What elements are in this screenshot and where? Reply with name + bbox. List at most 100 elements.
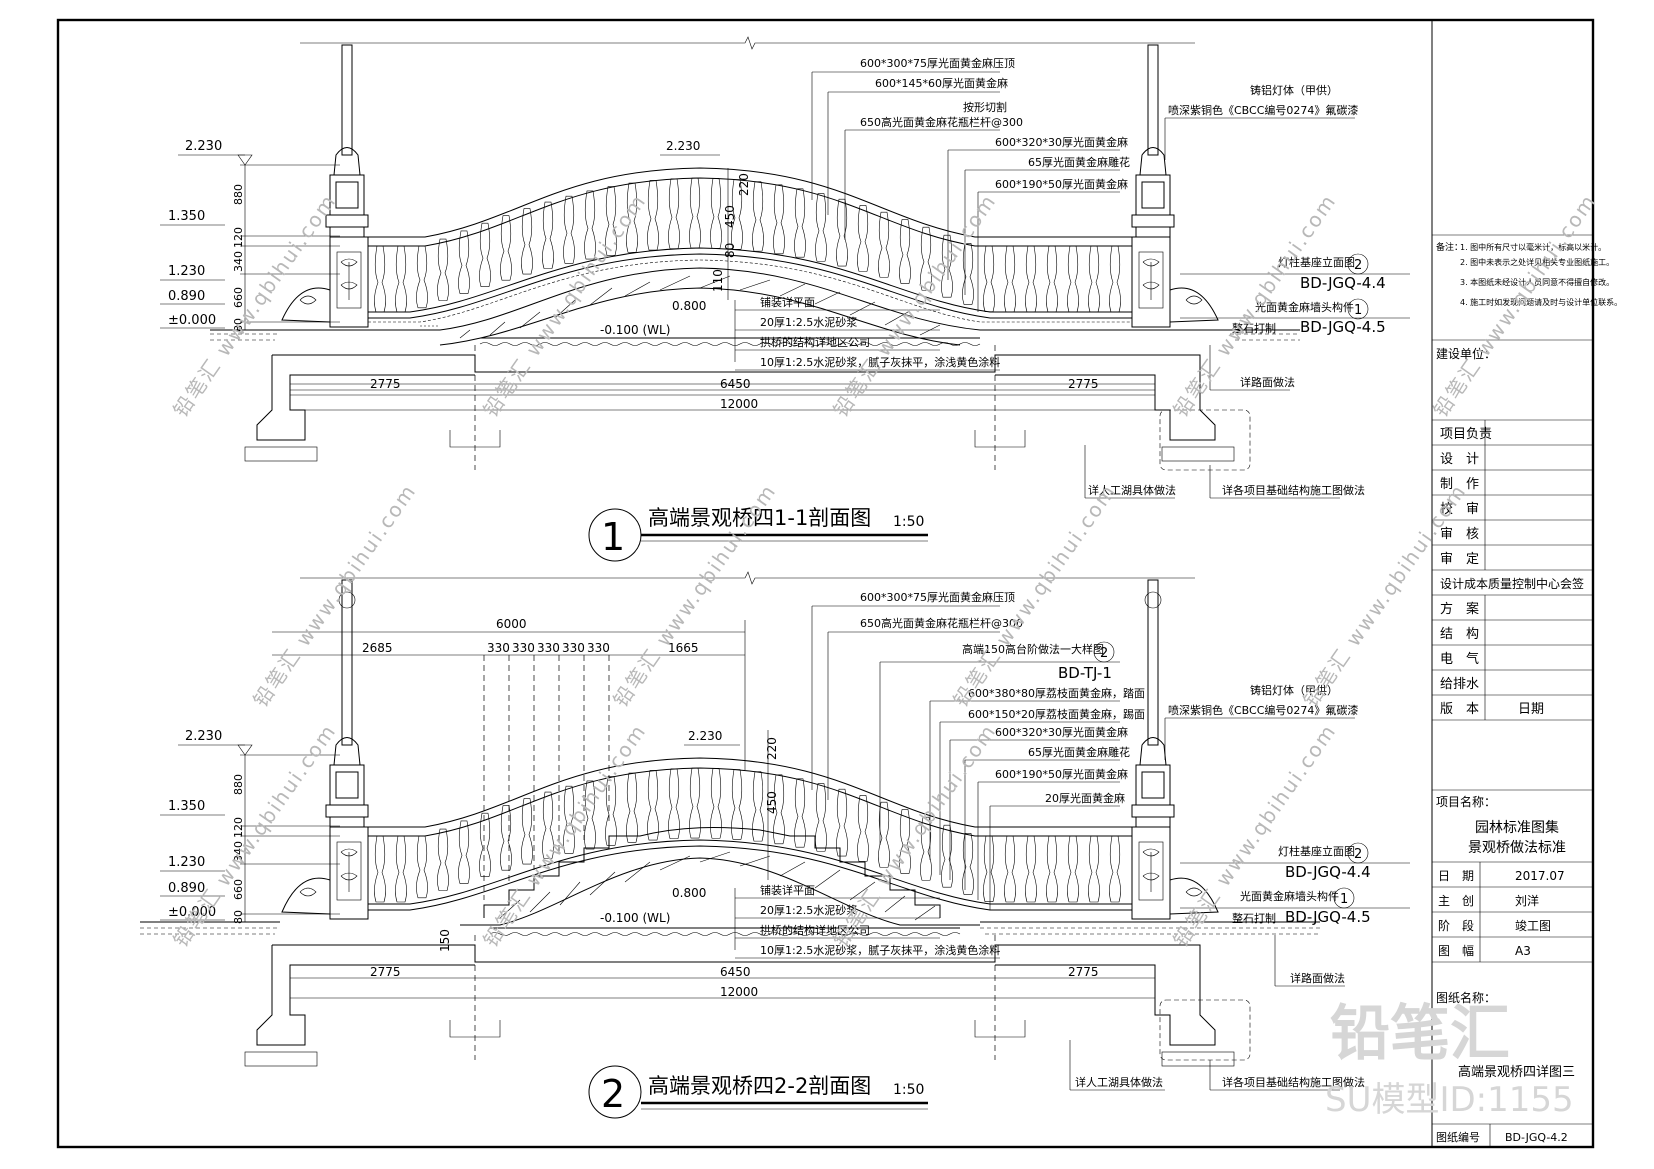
mid-dim: 80 <box>723 243 737 258</box>
ref-label: 灯柱基座立面图 <box>1278 844 1355 858</box>
horizontal-dimensions: 2775 6450 2775 12000 <box>290 377 1155 411</box>
horiz-dim: 2775 <box>370 377 401 391</box>
ref-label: 光面黄金麻墙头构件 <box>1240 889 1339 903</box>
tb-info-value: 刘洋 <box>1515 893 1539 908</box>
tb-info-label: 阶 段 <box>1438 918 1474 933</box>
bottom-note: 详各项目基础结构施工图做法 <box>1222 483 1365 497</box>
horizontal-dimensions: 2775 6450 2775 12000 <box>290 965 1155 999</box>
elevation-label: 0.890 <box>168 289 205 304</box>
vert-dim: 660 <box>232 879 245 900</box>
ref-label: 灯柱基座立面图 <box>1278 255 1355 269</box>
ref-code: BD-JGQ-4.4 <box>1285 863 1371 881</box>
note-line: 1. 图中所有尺寸以毫米计，标高以米计。 <box>1460 242 1606 252</box>
baluster <box>941 234 953 298</box>
elevation-label: 1.230 <box>168 855 205 870</box>
baluster <box>1025 245 1037 313</box>
top-dimension-stack: 6000 2685 330 330 330 330 330 1665 <box>272 617 746 900</box>
lamp-post-left <box>281 44 369 328</box>
tb-row-label: 制 作 <box>1440 477 1479 492</box>
watermark-model-id: SU模型ID:1155 <box>1325 1080 1574 1120</box>
watermark-brand: 铅笔汇 <box>1330 999 1510 1069</box>
baluster <box>878 211 890 278</box>
horiz-dim: 6450 <box>720 965 751 979</box>
baluster <box>647 770 659 841</box>
baluster <box>815 783 827 852</box>
callout: 按形切割 <box>963 100 1007 114</box>
callout: 650高光面黄金麻花瓶栏杆@300 <box>860 616 1023 630</box>
foundation <box>244 935 1251 1067</box>
baluster <box>731 179 743 250</box>
material-notes-mid: 铺装详平面 20厚1:2.5水泥砂浆 拱桥的结构详地区公司 10厚1:2.5水泥… <box>734 295 1000 371</box>
ref-number: 2 <box>1354 847 1362 862</box>
bridge-arch-railing <box>280 167 1230 346</box>
baluster <box>563 195 575 264</box>
ground-and-water <box>210 329 1300 346</box>
baluster <box>437 828 449 891</box>
baluster <box>731 769 743 840</box>
elevation-label: 0.890 <box>168 881 205 896</box>
baluster <box>1088 835 1100 903</box>
callout: 600*150*20厚荔枝面黄金麻，踢面 <box>968 707 1145 721</box>
mid-dim: 450 <box>723 205 737 228</box>
tb-row-label: 版 本 <box>1440 702 1479 717</box>
callout: 600*145*60厚光面黄金麻 <box>875 76 1008 90</box>
baluster <box>437 238 449 301</box>
baluster <box>983 245 995 312</box>
section-title: 高端景观桥四1-1剖面图 <box>648 506 871 530</box>
stack-dim: 6000 <box>496 617 527 631</box>
top-break-line <box>300 571 1195 585</box>
title-block: 备注： 1. 图中所有尺寸以毫米计，标高以米计。 2. 图中未表示之处详见相关专… <box>1432 234 1622 1147</box>
side-note: 详路面做法 <box>1240 375 1295 389</box>
baluster <box>626 772 638 843</box>
baluster <box>689 767 701 839</box>
ground-and-water <box>140 921 1320 936</box>
elevation-label: ±0.000 <box>168 905 216 920</box>
baluster <box>752 181 764 252</box>
baluster <box>647 180 659 251</box>
baluster <box>374 835 386 903</box>
section-title: 高端景观桥四2-2剖面图 <box>648 1074 871 1098</box>
baluster <box>542 201 554 269</box>
baluster <box>857 795 869 862</box>
mid-dim: -0.100 (WL) <box>600 323 670 337</box>
material-callouts: 600*300*75厚光面黄金麻压顶 600*145*60厚光面黄金麻 按形切割… <box>811 56 1130 312</box>
drawing-no-label: 图纸编号 <box>1436 1130 1480 1144</box>
mid-dim: 450 <box>765 791 779 814</box>
baluster <box>416 245 428 309</box>
baluster <box>1109 245 1121 313</box>
baluster <box>416 835 428 899</box>
right-callouts: 铸铝灯体（甲供） 喷深紫铜色《CBCC编号0274》氟碳漆 灯柱基座立面图 2 … <box>1069 683 1410 1091</box>
bottom-note: 详人工湖具体做法 <box>1075 1075 1163 1089</box>
material-notes-mid: 铺装详平面 20厚1:2.5水泥砂浆 拱桥的结构详地区公司 10厚1:2.5水泥… <box>734 883 1000 959</box>
callout: 65厚光面黄金麻雕花 <box>1028 745 1130 759</box>
ref-code: BD-JGQ-4.5 <box>1300 318 1386 336</box>
baluster <box>668 768 680 839</box>
stone-note: 整石打制 <box>1232 321 1276 335</box>
callout: 600*320*30厚光面黄金麻 <box>995 725 1128 739</box>
baluster <box>542 791 554 859</box>
stack-dim: 330 <box>587 641 610 655</box>
tb-info-value: 2017.07 <box>1515 869 1565 883</box>
baluster <box>374 245 386 313</box>
baluster <box>752 771 764 842</box>
bridge-arch-railing <box>368 757 1132 926</box>
baluster <box>605 776 617 846</box>
tb-info-label: 日 期 <box>1438 869 1474 883</box>
baluster <box>1067 835 1079 903</box>
mid-dim: 220 <box>737 173 751 196</box>
project-label: 项目名称： <box>1436 794 1496 809</box>
lamp-post-right <box>1131 44 1219 328</box>
drawing-name: 高端景观桥四详图三 <box>1458 1064 1575 1080</box>
baluster <box>899 219 911 284</box>
baluster <box>605 186 617 256</box>
mid-note: 10厚1:2.5水泥砂浆，腻子灰抹平，涂浅黄色涂料 <box>760 943 1000 957</box>
mid-note: 20厚1:2.5水泥砂浆 <box>760 315 857 329</box>
baluster <box>1109 835 1121 903</box>
tb-row-label: 给排水 <box>1440 677 1479 692</box>
tb-row-label: 审 定 <box>1440 552 1479 567</box>
baluster <box>773 184 785 255</box>
notes-label: 备注： <box>1436 241 1463 253</box>
callout: 600*190*50厚光面黄金麻 <box>995 767 1128 781</box>
section-2: 6000 2685 330 330 330 330 330 1665 2.230… <box>140 571 1410 1119</box>
